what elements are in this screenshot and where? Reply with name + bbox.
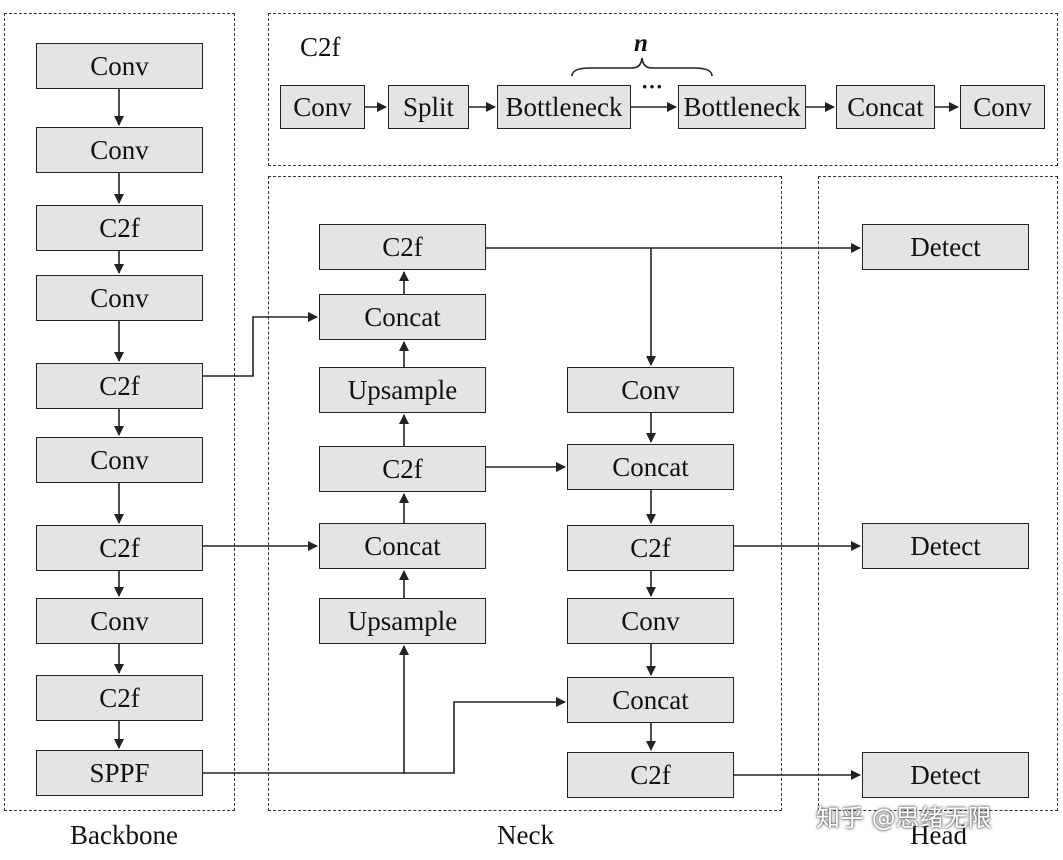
c2f-detail-region (268, 13, 1058, 166)
backbone-block-7: C2f (36, 525, 203, 571)
neck-right-conv-bottom: Conv (567, 598, 734, 644)
head-detect-large: Detect (862, 224, 1029, 270)
neck-left-upsample-top: Upsample (319, 367, 486, 413)
backbone-block-4: Conv (36, 275, 203, 321)
watermark: 知乎 @思绪无限 (816, 804, 992, 832)
c2f-detail-conv-out: Conv (960, 85, 1045, 129)
c2f-detail-title: C2f (300, 32, 341, 62)
backbone-label: Backbone (70, 820, 178, 850)
neck-label: Neck (497, 820, 554, 850)
backbone-block-9: C2f (36, 675, 203, 721)
c2f-detail-concat: Concat (836, 85, 935, 129)
head-detect-small: Detect (862, 752, 1029, 798)
c2f-detail-bottleneck-n: Bottleneck (678, 85, 806, 129)
neck-left-c2f-top: C2f (319, 224, 486, 270)
backbone-block-6: Conv (36, 437, 203, 483)
neck-region (268, 176, 782, 811)
repeat-ellipsis: ··· (641, 74, 664, 99)
neck-right-concat-top: Concat (567, 444, 734, 490)
backbone-block-3: C2f (36, 205, 203, 251)
neck-left-concat-bottom: Concat (319, 523, 486, 569)
neck-left-concat-top: Concat (319, 294, 486, 340)
head-label: Head (910, 820, 967, 850)
backbone-block-1: Conv (36, 43, 203, 89)
backbone-region (4, 13, 235, 811)
c2f-detail-bottleneck-1: Bottleneck (497, 85, 631, 129)
head-detect-medium: Detect (862, 523, 1029, 569)
c2f-detail-conv-in: Conv (280, 85, 365, 129)
backbone-block-2: Conv (36, 127, 203, 173)
head-region (818, 176, 1058, 811)
repeat-count-label: n (634, 30, 648, 57)
neck-right-c2f-bottom: C2f (567, 752, 734, 798)
backbone-block-5: C2f (36, 363, 203, 409)
c2f-detail-split: Split (388, 85, 469, 129)
backbone-sppf: SPPF (36, 750, 203, 796)
neck-left-c2f-mid: C2f (319, 446, 486, 492)
neck-right-c2f-mid: C2f (567, 525, 734, 571)
neck-right-conv-top: Conv (567, 367, 734, 413)
neck-right-concat-bottom: Concat (567, 677, 734, 723)
backbone-block-8: Conv (36, 598, 203, 644)
neck-left-upsample-bottom: Upsample (319, 598, 486, 644)
